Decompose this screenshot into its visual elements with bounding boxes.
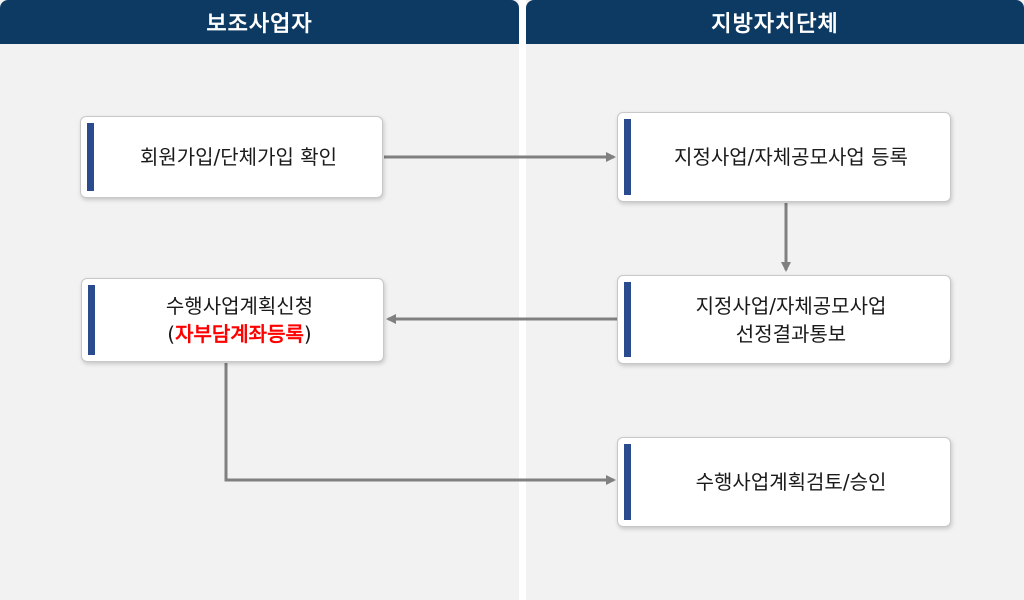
register-label: 지정사업/자체공모사업 등록 [674, 145, 908, 169]
lane-header-left: 보조사업자 [0, 0, 519, 44]
plan-close-paren: ) [303, 322, 312, 346]
accent-bar [624, 444, 631, 520]
lane-divider [519, 0, 526, 600]
plan-highlight: 자부담계좌등록 [175, 322, 304, 346]
plan-line2: (자부담계좌등록) [166, 320, 313, 348]
review-label: 수행사업계획검토/승인 [695, 470, 887, 494]
accent-bar [624, 282, 631, 357]
accent-bar [88, 285, 95, 355]
plan-box: 수행사업계획신청 (자부담계좌등록) [81, 278, 384, 362]
review-box: 수행사업계획검토/승인 [617, 437, 951, 527]
signup-box: 회원가입/단체가입 확인 [80, 116, 383, 198]
plan-line1: 수행사업계획신청 [165, 294, 314, 318]
signup-label: 회원가입/단체가입 확인 [139, 145, 338, 169]
notify-line2: 선정결과통보 [735, 321, 847, 346]
notify-label: 지정사업/자체공모사업 선정결과통보 [682, 292, 887, 348]
plan-label: 수행사업계획신청 (자부담계좌등록) [152, 292, 313, 348]
register-box: 지정사업/자체공모사업 등록 [617, 112, 951, 202]
plan-open-paren: ( [167, 322, 176, 346]
notify-box: 지정사업/자체공모사업 선정결과통보 [617, 275, 951, 364]
accent-bar [87, 123, 94, 191]
accent-bar [624, 119, 631, 195]
notify-line1: 지정사업/자체공모사업 [695, 293, 887, 318]
lane-header-right: 지방자치단체 [526, 0, 1024, 44]
